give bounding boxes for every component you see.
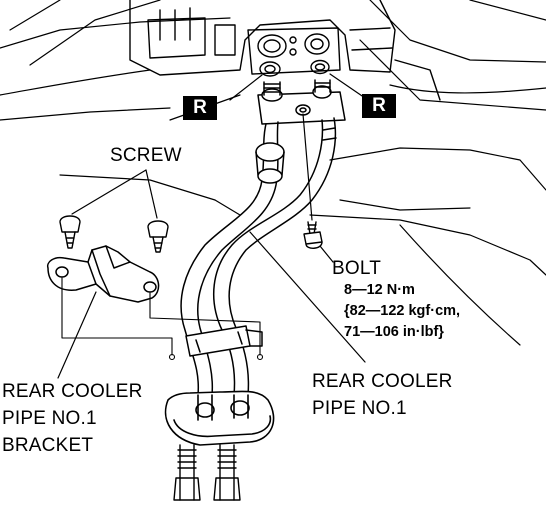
- leader-r-right: [329, 73, 369, 101]
- bottom-flange: [164, 390, 275, 446]
- bracket-label-line2: PIPE NO.1: [2, 408, 97, 429]
- mounting-lines: [61, 277, 264, 361]
- pipe-connector-block: [257, 79, 346, 125]
- o-ring-left: [259, 61, 281, 77]
- leader-r-left: [229, 74, 263, 101]
- rear-cooler-pipe-label-line2: PIPE NO.1: [312, 398, 407, 419]
- replace-badge-left: R: [183, 96, 217, 120]
- screw-right: [147, 220, 169, 253]
- replace-badge-right: R: [362, 94, 396, 118]
- rear-cooler-pipe-label: REAR COOLER PIPE NO.1: [312, 371, 453, 420]
- leader-bolt: [319, 245, 334, 263]
- rear-cooler-pipe-label-line1: REAR COOLER: [312, 371, 453, 392]
- leader-bracket: [57, 291, 97, 379]
- rear-cooler-unit: [129, 0, 441, 101]
- pipe-clamp: [185, 325, 263, 357]
- bolt-label: BOLT: [332, 258, 382, 279]
- rear-cooler-pipe-bracket: [46, 245, 160, 303]
- torque-spec: 8—12 N·m {82—122 kgf·cm, 71—106 in·lbf}: [344, 280, 460, 343]
- bracket-label: REAR COOLER PIPE NO.1 BRACKET: [2, 381, 143, 457]
- pipe-fittings-lower: [173, 444, 241, 501]
- rear-cooler-pipe-no1: [180, 117, 337, 396]
- leader-screw-right: [145, 169, 158, 219]
- bracket-label-line3: BRACKET: [2, 435, 94, 456]
- screw-label: SCREW: [110, 145, 182, 166]
- leader-screw-left: [71, 169, 147, 215]
- leader-bolt-upper: [302, 113, 313, 221]
- bracket-label-line1: REAR COOLER: [2, 381, 143, 402]
- screw-left: [59, 215, 81, 249]
- torque-spec-line1: 8—12 N·m: [344, 282, 415, 298]
- leader-pipe: [249, 231, 366, 363]
- torque-spec-line3: 71—106 in·lbf}: [344, 324, 444, 340]
- torque-spec-line2: {82—122 kgf·cm,: [344, 303, 461, 319]
- bolt: [303, 221, 323, 249]
- o-ring-right: [310, 59, 330, 75]
